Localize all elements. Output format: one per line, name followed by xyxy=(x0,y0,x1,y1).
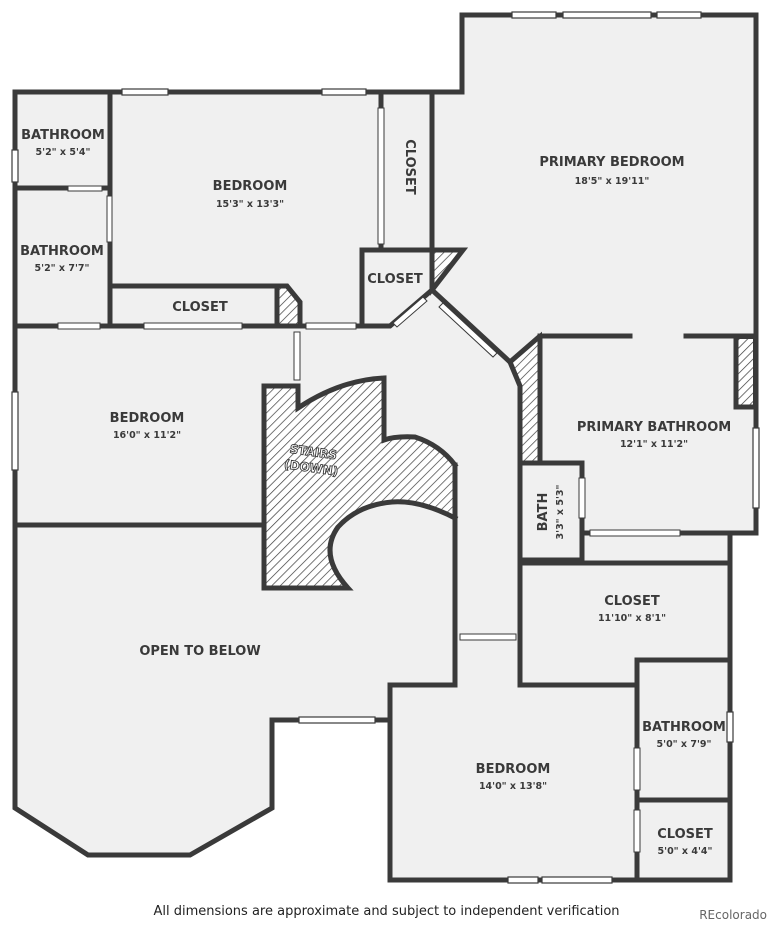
dim-bath: 3'3" x 5'3" xyxy=(555,485,566,540)
dim-bedroom-top: 15'3" x 13'3" xyxy=(216,199,284,210)
windows xyxy=(11,11,760,884)
dim-bathroom-top: 5'2" x 5'4" xyxy=(36,147,91,158)
label-closet-small: CLOSET xyxy=(367,272,423,287)
label-primary-bathroom: PRIMARY BATHROOM xyxy=(577,420,731,435)
label-bathroom-right: BATHROOM xyxy=(642,720,726,735)
floor-plan: PRIMARY BEDROOM 18'5" x 19'11" BEDROOM 1… xyxy=(11,11,760,884)
dim-closet-bottom-right: 5'0" x 4'4" xyxy=(658,846,713,857)
label-closet-vertical: CLOSET xyxy=(402,139,417,195)
label-bedroom-top: BEDROOM xyxy=(213,179,288,194)
label-bedroom-bottom: BEDROOM xyxy=(476,762,551,777)
label-open-to-below: OPEN TO BELOW xyxy=(139,644,260,659)
dim-bathroom-right: 5'0" x 7'9" xyxy=(657,739,712,750)
dim-bathroom-mid: 5'2" x 7'7" xyxy=(35,263,90,274)
disclaimer-text: All dimensions are approximate and subje… xyxy=(153,904,620,919)
label-closet-bottom-right: CLOSET xyxy=(657,827,713,842)
label-closet-left: CLOSET xyxy=(172,300,228,315)
dim-closet-big: 11'10" x 8'1" xyxy=(598,613,666,624)
label-bath: BATH xyxy=(536,493,551,532)
hatched-builtin-bath-wall xyxy=(734,335,757,409)
label-bedroom-left: BEDROOM xyxy=(110,411,185,426)
dim-bedroom-left: 16'0" x 11'2" xyxy=(113,430,181,441)
label-bathroom-top: BATHROOM xyxy=(21,128,105,143)
label-bathroom-mid: BATHROOM xyxy=(20,244,104,259)
doorways xyxy=(57,107,681,853)
label-closet-big: CLOSET xyxy=(604,594,660,609)
dim-primary-bathroom: 12'1" x 11'2" xyxy=(620,439,688,450)
brand-logo: REcolorado xyxy=(699,908,767,922)
label-primary-bedroom: PRIMARY BEDROOM xyxy=(539,155,684,170)
dim-bedroom-bottom: 14'0" x 13'8" xyxy=(479,781,547,792)
dim-primary-bedroom: 18'5" x 19'11" xyxy=(575,176,650,187)
